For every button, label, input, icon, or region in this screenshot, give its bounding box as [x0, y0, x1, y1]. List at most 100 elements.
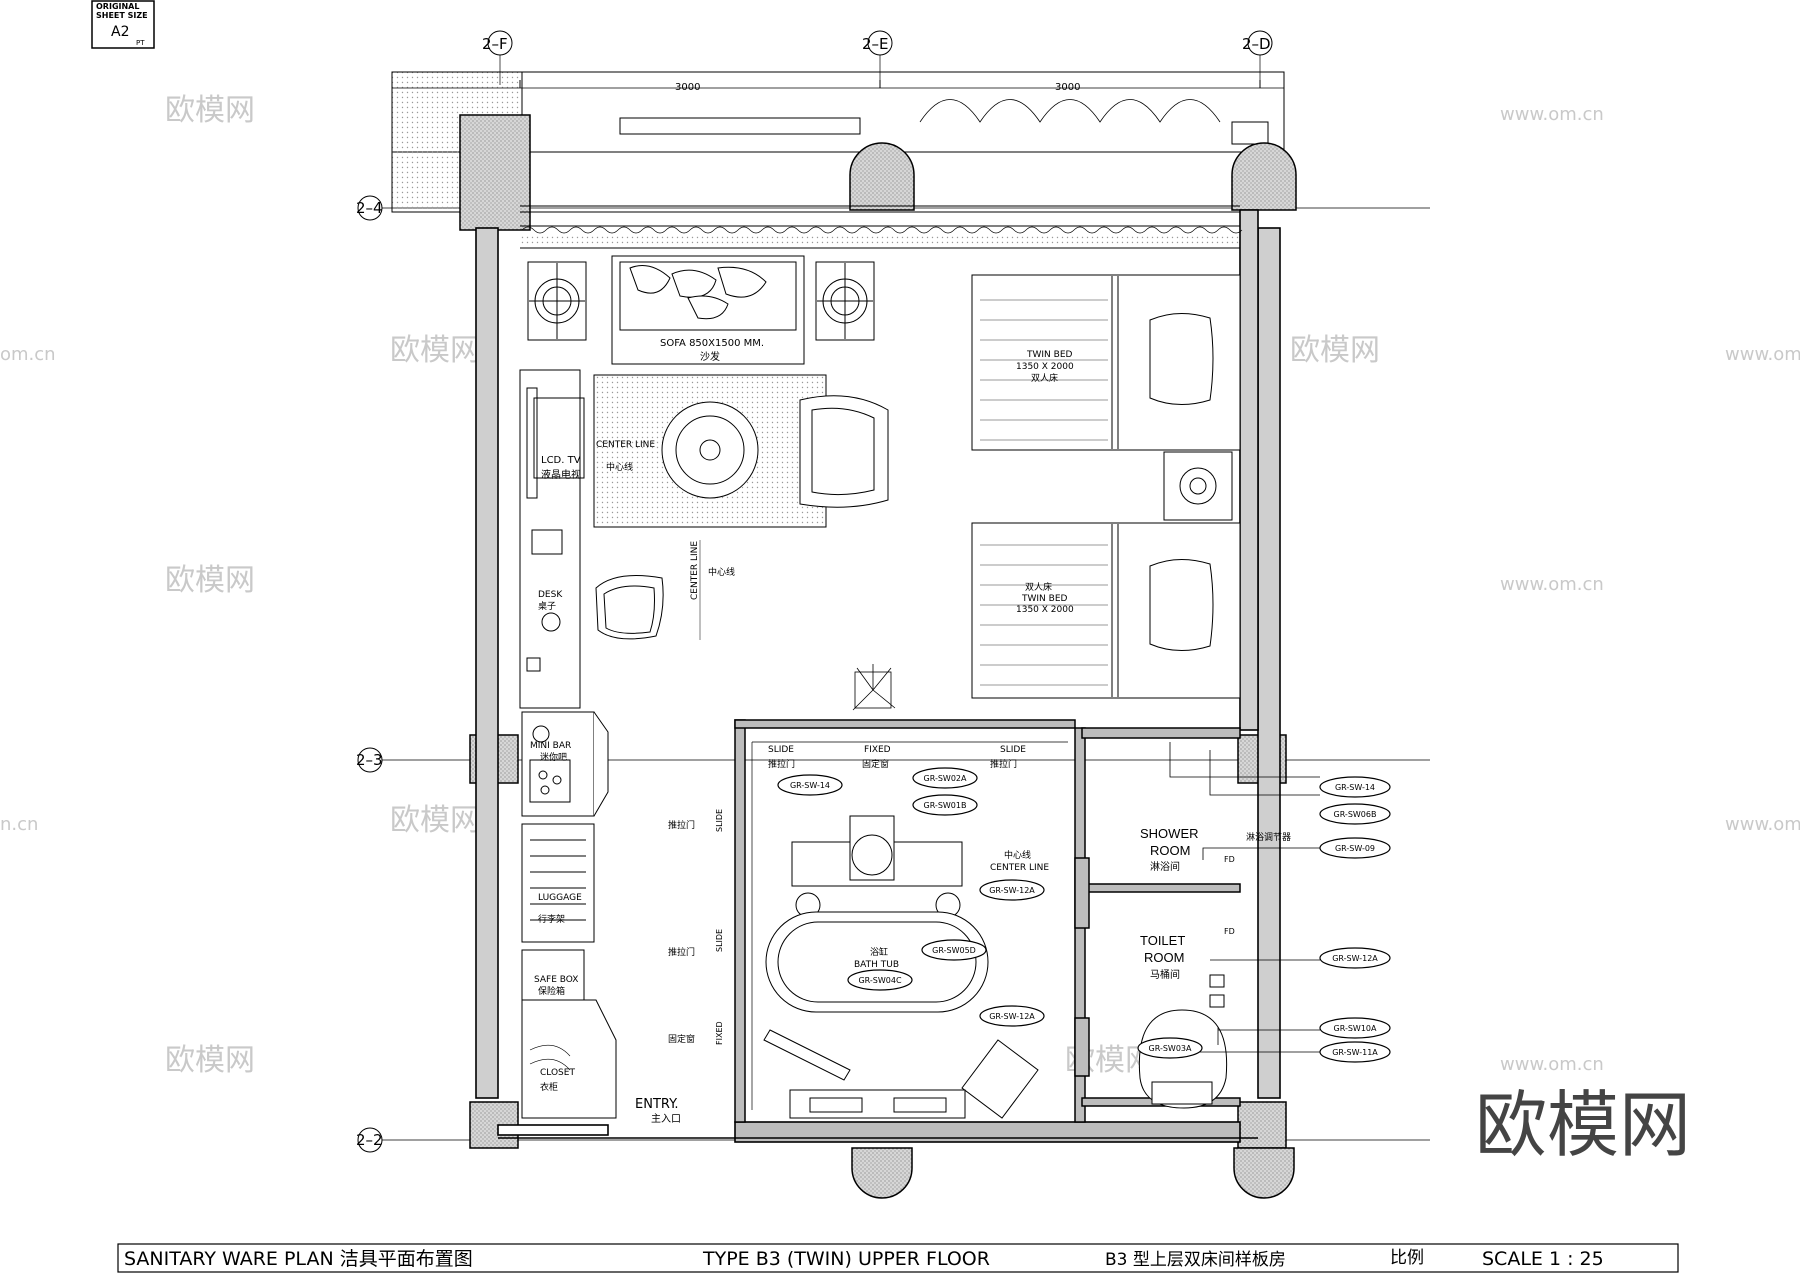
bed2-label: TWIN BED [1021, 594, 1068, 604]
sw-tag: GR-SW-12A [1332, 954, 1378, 963]
bathtub-label-cn: 浴缸 [870, 946, 888, 958]
dimension-label: 3000 [675, 82, 700, 93]
sw-tag: GR-SW-14 [1335, 783, 1375, 792]
sw-tag: GR-SW-12A [989, 886, 1035, 895]
toilet-label-cn: 马桶间 [1150, 968, 1180, 981]
dimension-label: 3000 [1055, 82, 1080, 93]
watermark: 欧模网 [390, 803, 480, 838]
bathroom-walls [734, 719, 1241, 1123]
watermark-url: om.cn [0, 344, 56, 365]
sw-tag: GR-SW06B [1334, 810, 1377, 819]
closet-label: CLOSET [540, 1068, 575, 1078]
slide-label-cn: 推拉门 [768, 758, 795, 770]
tv-label: LCD. TV [541, 455, 581, 466]
grid-label-left: 2–2 [356, 1131, 383, 1149]
luggage-label-cn: 行李架 [538, 913, 565, 925]
grid-label-left: 2–3 [356, 751, 383, 769]
sheet-label-1: ORIGINAL [96, 2, 139, 11]
side-slide-label-cn: 推拉门 [668, 819, 695, 831]
entry-furniture [521, 711, 617, 1119]
columns [459, 114, 1297, 1199]
sheet-suffix: PT [136, 39, 145, 47]
bed1-label: TWIN BED [1026, 350, 1073, 360]
desk-label: DESK [538, 590, 563, 600]
sheet-label-2: SHEET SIZE [96, 11, 148, 20]
sheet-size-box: ORIGINAL SHEET SIZE A2 PT [91, 0, 155, 49]
shower-valve-label: 淋浴调节器 [1246, 831, 1291, 843]
closet-label-cn: 衣柜 [540, 1081, 558, 1093]
desk-label-cn: 桌子 [538, 600, 556, 612]
slide-label: SLIDE [768, 745, 794, 755]
center-line-label-cn: 中心线 [606, 461, 633, 473]
grid-label-top: 2–F [482, 35, 508, 53]
scale-label-cn: 比例 [1390, 1248, 1424, 1268]
side-slide-label: SLIDE [715, 929, 724, 952]
sw-tag: GR-SW-14 [790, 781, 830, 790]
grid-label-top: 2–D [1242, 35, 1271, 53]
type-title-cn: B3 型上层双床间样板房 [1105, 1250, 1286, 1270]
sw-tag: GR-SW03A [1149, 1044, 1192, 1053]
safe-label-cn: 保险箱 [538, 985, 565, 997]
twin-beds [971, 274, 1241, 699]
floor-drain-label: FD [1224, 855, 1235, 864]
toilet-label: TOILET [1140, 933, 1185, 948]
fixed-label-cn: 固定窗 [862, 758, 889, 770]
bed2-label-cn: 双人床 [1025, 581, 1052, 593]
entry-label-cn: 主入口 [651, 1113, 681, 1125]
shower-label-cn: 淋浴间 [1150, 860, 1180, 873]
sheet-size: A2 [111, 24, 129, 40]
plant [852, 664, 896, 711]
safe-label: SAFE BOX [534, 975, 578, 985]
sofa-label: SOFA 850X1500 MM. [660, 338, 764, 349]
center-line-label-cn: 中心线 [708, 566, 735, 578]
title-bar [117, 1243, 1679, 1273]
center-line-label: CENTER LINE [596, 440, 655, 450]
floor-drain-label: FD [1224, 927, 1235, 936]
center-line-label: CENTER LINE [690, 541, 700, 600]
sofa-group [527, 255, 875, 365]
scale-label: SCALE 1 : 25 [1482, 1248, 1604, 1270]
sw-tag: GR-SW05D [932, 946, 976, 955]
bath-center-label: CENTER LINE [990, 863, 1049, 873]
toilet-label-2: ROOM [1144, 950, 1184, 965]
watermark: 欧模网 [1290, 333, 1380, 368]
watermark: 欧模网 [390, 333, 480, 368]
bathtub-label: BATH TUB [854, 960, 899, 970]
watermark-url: www.om.cn [1500, 1054, 1604, 1075]
watermark-url: www.om.cn [1500, 574, 1604, 595]
window-strip [520, 205, 1243, 249]
watermark: 欧模网 [165, 563, 255, 598]
shower-label: SHOWER [1140, 826, 1199, 841]
right-tags [1319, 776, 1391, 1063]
sw-tag: GR-SW02A [924, 774, 967, 783]
watermark-url: www.om.cn [1500, 104, 1604, 125]
rug-group [593, 374, 889, 528]
tv-desk-console [519, 369, 585, 709]
minibar-label: MINI BAR [530, 741, 571, 751]
grid-bubbles [357, 30, 1273, 1153]
sw-tag: GR-SW10A [1334, 1024, 1377, 1033]
watermark-url: n.cn [0, 814, 38, 835]
side-fixed-label: FIXED [715, 1021, 724, 1045]
bed1-label-cn: 双人床 [1031, 372, 1058, 384]
tv-label-cn: 液晶电视 [541, 468, 581, 481]
sofa-label-cn: 沙发 [700, 350, 720, 363]
watermark-url: www.om.cn [1725, 344, 1800, 365]
luggage-label: LUGGAGE [538, 893, 582, 903]
side-slide-label-cn: 推拉门 [668, 946, 695, 958]
side-fixed-label-cn: 固定窗 [668, 1033, 695, 1045]
bath-center-label-cn: 中心线 [1004, 849, 1031, 861]
big-watermark: 欧模网 [1475, 1083, 1691, 1167]
watermark-url: www.om.cn [1725, 814, 1800, 835]
grid-label-left: 2–4 [356, 199, 383, 217]
entry-label: ENTRY. [635, 1097, 679, 1112]
sw-tag: GR-SW-12A [989, 1012, 1035, 1021]
bathroom-fixtures [763, 815, 1228, 1119]
sw-tag: GR-SW-11A [1332, 1048, 1378, 1057]
type-title: TYPE B3 (TWIN) UPPER FLOOR [702, 1248, 990, 1270]
plan-title: SANITARY WARE PLAN 洁具平面布置图 [124, 1248, 473, 1270]
side-slide-label: SLIDE [715, 809, 724, 832]
fixed-label: FIXED [864, 745, 891, 755]
sw-tag: GR-SW-09 [1335, 844, 1375, 853]
